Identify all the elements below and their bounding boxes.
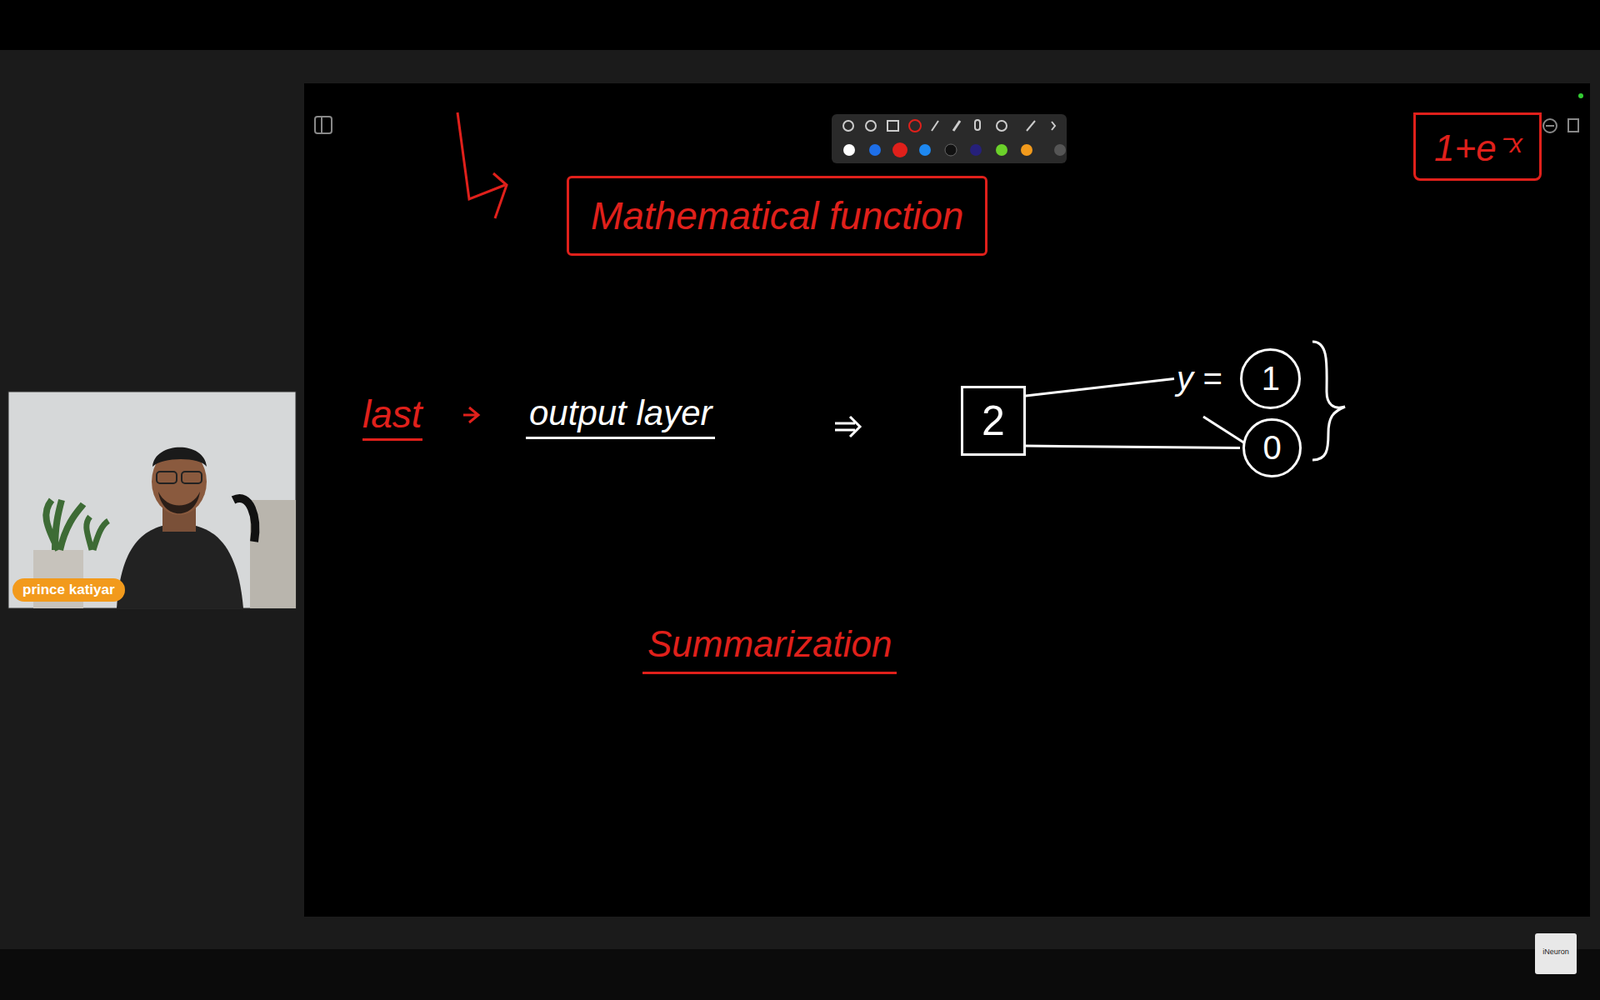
hand-arrow (457, 112, 505, 200)
node-text: y = (1176, 360, 1222, 398)
top-bar (0, 0, 1600, 50)
layer-name: output layer (525, 393, 715, 440)
drawing-toolbar (831, 114, 1067, 164)
sidebar-icon (315, 116, 332, 134)
node-text: 1+e⁻ˣ (1434, 121, 1521, 172)
hand-arrow (463, 407, 479, 423)
presenter-name-tag: prince katiyar (12, 578, 125, 602)
layer-note: last (362, 391, 423, 441)
whiteboard (304, 83, 1590, 917)
section-heading: Summarization (642, 623, 897, 675)
node-text: Mathematical function (590, 193, 964, 239)
node-text: 1 (1240, 348, 1301, 410)
zoom-controls (1543, 93, 1584, 133)
hand-line (1025, 445, 1240, 449)
sidebar-icon (320, 117, 323, 133)
node-text: 0 (1262, 429, 1281, 467)
curly-brace (1312, 341, 1345, 460)
hand-line (1025, 379, 1175, 397)
logo-text: iNeuron (1537, 947, 1575, 956)
value-box: 2 (960, 385, 1026, 456)
webcam-feed (8, 391, 296, 609)
hand-line (1203, 416, 1245, 444)
implies-arrow (835, 416, 860, 437)
logo-box (1535, 933, 1577, 975)
function-box: Mathematical function (566, 175, 988, 256)
output-node: y = 1 (1176, 348, 1301, 410)
hand-arrow (493, 173, 507, 219)
output-circle: 0 (1242, 418, 1302, 478)
node-text: 2 (981, 396, 1005, 445)
bottom-bar (0, 949, 1600, 1000)
formula-box: 1+e⁻ˣ (1413, 112, 1542, 181)
